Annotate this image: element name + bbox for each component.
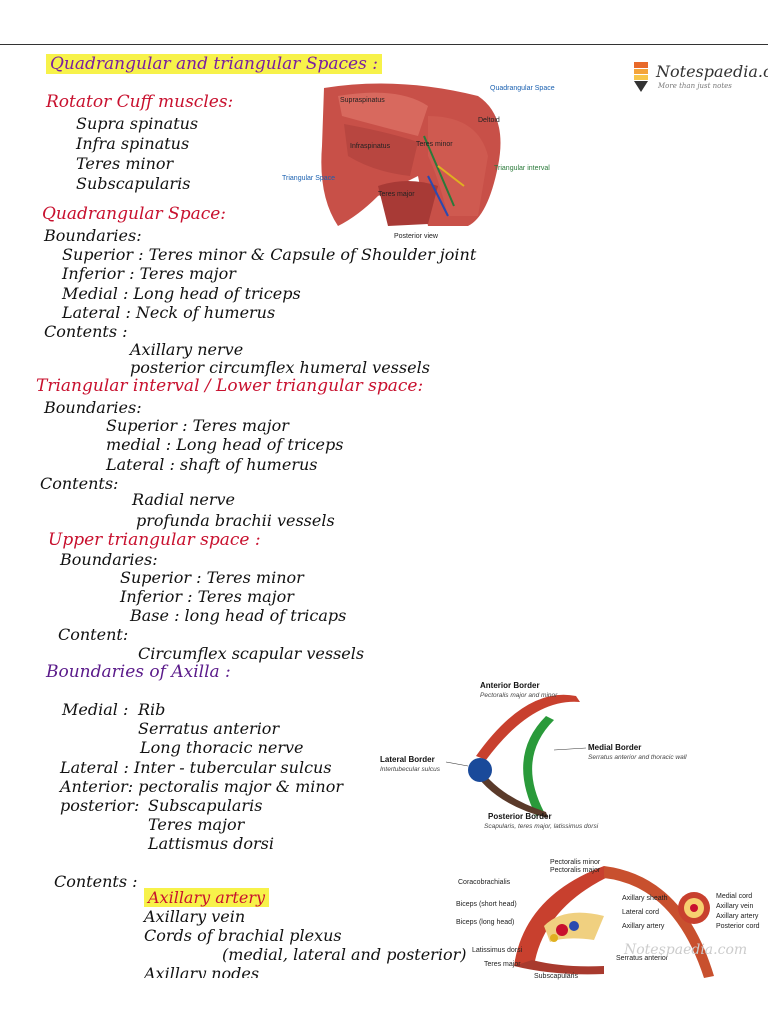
quad-boundaries-label: Boundaries: — [44, 226, 142, 245]
fig3-axillary-artery: Axillary artery — [622, 923, 665, 930]
anterior-border-sub: Pectoralis major and minor — [480, 692, 558, 699]
medial-border-title: Medial Border — [588, 743, 641, 752]
tri-superior: Superior : Teres major — [106, 416, 289, 435]
posterior-border-sub: Scapularis, teres major, latissimus dors… — [484, 823, 599, 830]
label-triangular-space: Triangular Space — [282, 175, 335, 182]
upper-base: Base : long head of tricaps — [130, 606, 347, 625]
upper-inferior: Inferior : Teres major — [120, 587, 294, 606]
axilla-medial-1: Rib — [138, 700, 166, 719]
axilla-medial-key: Medial : — [62, 700, 129, 719]
tri-medial: medial : Long head of triceps — [106, 435, 344, 454]
axilla-content-vein: Axillary vein — [144, 907, 246, 926]
quad-heading: Quadrangular Space: — [42, 204, 227, 224]
axilla-medial-2: Serratus anterior — [138, 719, 280, 738]
shoulder-posterior-figure: Supraspinatus Quadrangular Space Deltoid… — [282, 83, 555, 240]
axilla-contents-figure: Pectoralis minor Pectoralis major Coraco… — [456, 859, 760, 980]
axilla-anterior: Anterior: pectoralis major & minor — [60, 777, 343, 796]
axilla-posterior-1: Subscapularis — [148, 796, 263, 815]
upper-content-1: Circumflex scapular vessels — [138, 644, 365, 663]
top-rule — [0, 44, 768, 45]
axilla-posterior-key: posterior: — [60, 796, 140, 815]
fig3-latissimus: Latissimus dorsi — [472, 947, 523, 954]
lateral-border-title: Lateral Border — [380, 755, 435, 764]
fig3-key-axillary-artery: Axillary artery — [716, 913, 759, 920]
tri-heading: Triangular interval / Lower triangular s… — [36, 376, 424, 396]
tri-contents-label: Contents: — [40, 474, 119, 493]
page-title: Quadrangular and triangular Spaces : — [46, 54, 382, 74]
label-infraspinatus: Infraspinatus — [350, 143, 391, 150]
anterior-border-title: Anterior Border — [480, 681, 540, 690]
quad-lateral: Lateral : Neck of humerus — [62, 303, 276, 322]
tri-content-1: Radial nerve — [132, 490, 235, 509]
fig3-teres-major: Teres major — [484, 961, 521, 968]
label-teres-minor: Teres minor — [416, 141, 453, 148]
fig3-serratus: Serratus anterior — [616, 955, 669, 962]
quad-superior: Superior : Teres minor & Capsule of Shou… — [62, 245, 477, 264]
label-posterior-view: Posterior view — [394, 233, 439, 240]
rotator-heading: Rotator Cuff muscles: — [46, 92, 234, 112]
label-deltoid: Deltoid — [478, 117, 500, 124]
pencil-logo-icon — [634, 62, 648, 92]
tri-lateral: Lateral : shaft of humerus — [106, 455, 318, 474]
axilla-posterior-3: Lattismus dorsi — [148, 834, 274, 853]
posterior-border-title: Posterior Border — [488, 812, 552, 821]
axilla-content-cords: Cords of brachial plexus — [144, 926, 342, 945]
upper-boundaries-label: Boundaries: — [60, 550, 158, 569]
fig3-biceps-long: Biceps (long head) — [456, 919, 514, 926]
fig3-key-medial-cord: Medial cord — [716, 893, 752, 900]
upper-heading: Upper triangular space : — [48, 530, 261, 550]
fig3-subscapularis: Subscapularis — [534, 973, 578, 980]
upper-superior: Superior : Teres minor — [120, 568, 304, 587]
tri-boundaries-label: Boundaries: — [44, 398, 142, 417]
fig3-key-posterior-cord: Posterior cord — [716, 923, 760, 930]
quad-content-1: Axillary nerve — [130, 340, 244, 359]
logo-brand: Notespaedia.com — [656, 62, 768, 81]
quad-contents-label: Contents : — [44, 322, 128, 341]
notespaedia-logo: Notespaedia.com More than just notes — [628, 58, 768, 98]
medial-border-sub: Serratus anterior and thoracic wall — [588, 754, 687, 761]
fig3-watermark: Notespaedia.com — [623, 942, 747, 958]
label-supraspinatus: Supraspinatus — [340, 97, 385, 104]
quad-medial: Medial : Long head of triceps — [62, 284, 301, 303]
list-item: Infra spinatus — [76, 134, 190, 153]
axilla-lateral: Lateral : Inter - tubercular sulcus — [60, 758, 332, 777]
logo-tagline: More than just notes — [658, 82, 732, 90]
lateral-border-sub: Intertubecular sulcus — [380, 766, 441, 773]
axilla-borders-figure: Anterior Border Pectoralis major and min… — [380, 681, 687, 830]
axilla-contents-label: Contents : — [54, 872, 138, 891]
quad-inferior: Inferior : Teres major — [62, 264, 236, 283]
fig3-key-axillary-vein: Axillary vein — [716, 903, 753, 910]
label-triangular-interval: Triangular interval — [494, 165, 550, 172]
list-item: Subscapularis — [76, 174, 191, 193]
fig3-coracobrachialis: Coracobrachialis — [458, 879, 511, 886]
list-item: Teres minor — [76, 154, 174, 173]
axilla-content-nodes: Axillary nodes — [144, 964, 260, 978]
axilla-medial-3: Long thoracic nerve — [140, 738, 304, 757]
label-quadrangular: Quadrangular Space — [490, 85, 555, 92]
axilla-heading: Boundaries of Axilla : — [46, 662, 231, 682]
axilla-posterior-2: Teres major — [148, 815, 245, 834]
label-teres-major: Teres major — [378, 191, 415, 198]
axilla-content-artery: Axillary artery — [144, 888, 270, 907]
fig3-pectoralis-major: Pectoralis major — [550, 867, 601, 874]
fig3-axillary-sheath: Axillary sheath — [622, 895, 668, 902]
list-item: Supra spinatus — [76, 114, 199, 133]
fig3-pectoralis-minor: Pectoralis minor — [550, 859, 601, 866]
fig3-lateral-cord: Lateral cord — [622, 909, 659, 916]
fig3-biceps-short: Biceps (short head) — [456, 901, 517, 908]
upper-content-label: Content: — [58, 625, 129, 644]
tri-content-2: profunda brachii vessels — [136, 511, 335, 530]
quad-content-2: posterior circumflex humeral vessels — [130, 358, 430, 377]
axilla-content-cords-detail: (medial, lateral and posterior) — [222, 945, 467, 964]
